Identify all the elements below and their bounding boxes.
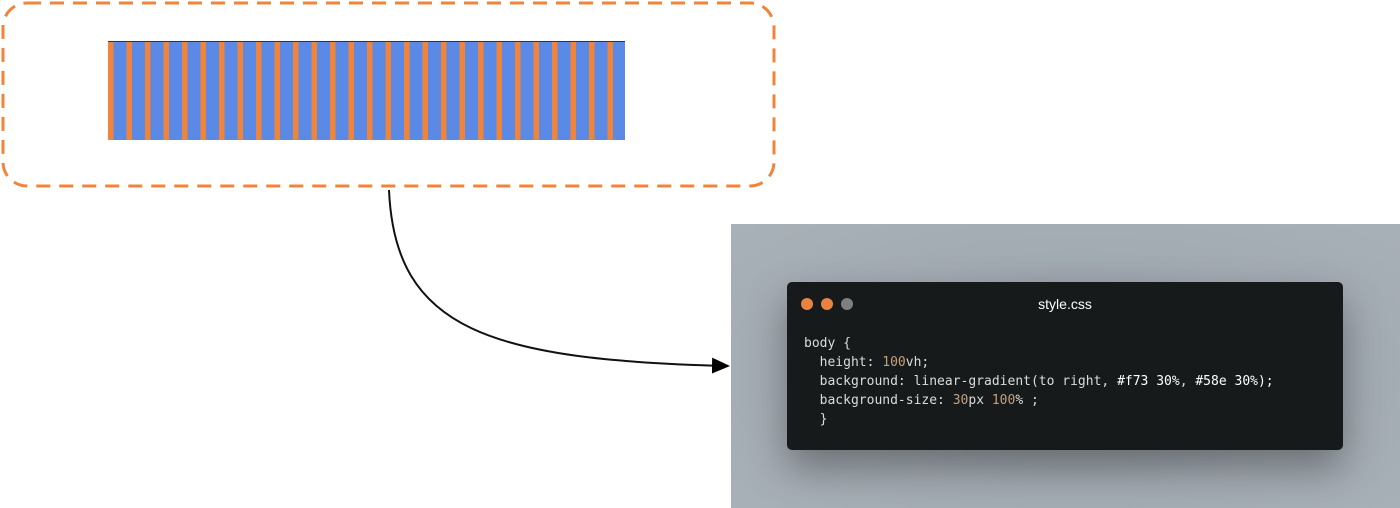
code-line-selector: body { <box>804 336 851 351</box>
preview-frame <box>0 0 777 190</box>
window-title: style.css <box>1038 296 1092 312</box>
code-window: style.css body { height: 100vh; backgrou… <box>787 282 1343 450</box>
close-dot <box>801 298 813 310</box>
code-block: body { height: 100vh; background: linear… <box>804 334 1274 429</box>
code-line-close: } <box>804 412 828 427</box>
dashed-frame <box>1 1 776 188</box>
code-line-height: height: 100vh; <box>804 355 930 370</box>
window-controls <box>801 298 853 310</box>
code-line-background-size: background-size: 30px 100% ; <box>804 393 1039 408</box>
minimize-dot <box>821 298 833 310</box>
striped-gradient-preview <box>108 41 625 140</box>
maximize-dot <box>841 298 853 310</box>
code-line-background: background: linear-gradient(to right, #f… <box>804 374 1274 389</box>
